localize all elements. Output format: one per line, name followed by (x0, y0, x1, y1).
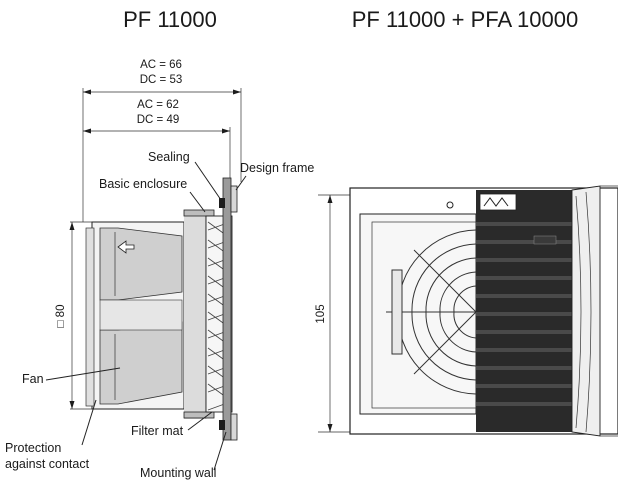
label-against-contact: against contact (5, 457, 90, 471)
dim-height-80: □ 80 (55, 305, 67, 328)
callouts: Sealing Design frame Basic enclosure Fan… (5, 150, 314, 480)
mounting-wall (219, 177, 238, 441)
side-view-pf-11000: AC = 66 DC = 53 AC = 62 DC = 49 □ 80 (5, 59, 314, 480)
screw-hole (446, 201, 454, 209)
title-pf-11000: PF 11000 (123, 7, 217, 32)
dim-height-105: 105 (315, 304, 327, 323)
fan (85, 221, 185, 410)
dim-outer-dc: DC = 53 (140, 74, 183, 86)
fan-guard (386, 229, 477, 395)
filter-cover-pfa-10000 (476, 190, 572, 432)
label-sealing: Sealing (148, 150, 190, 164)
dimension-outer: AC = 66 DC = 53 (83, 59, 241, 95)
dimension-height-right: 105 (315, 194, 350, 433)
housing-side (571, 185, 618, 437)
dim-inner-dc: DC = 49 (137, 114, 180, 126)
label-filter-mat: Filter mat (131, 424, 184, 438)
label-mounting-wall: Mounting wall (140, 466, 216, 480)
label-basic-enclosure: Basic enclosure (99, 177, 187, 191)
dim-outer-ac: AC = 66 (140, 59, 182, 71)
front-view-pf-11000-pfa-10000: 105 (315, 185, 618, 437)
dim-inner-ac: AC = 62 (137, 99, 179, 111)
dimension-height-left: □ 80 (55, 221, 95, 410)
label-design-frame: Design frame (240, 161, 314, 175)
dimension-inner: AC = 62 DC = 49 (83, 99, 230, 134)
title-pf-11000-pfa-10000: PF 11000 + PFA 10000 (352, 7, 579, 32)
label-fan: Fan (22, 372, 44, 386)
label-protection: Protection (5, 441, 61, 455)
